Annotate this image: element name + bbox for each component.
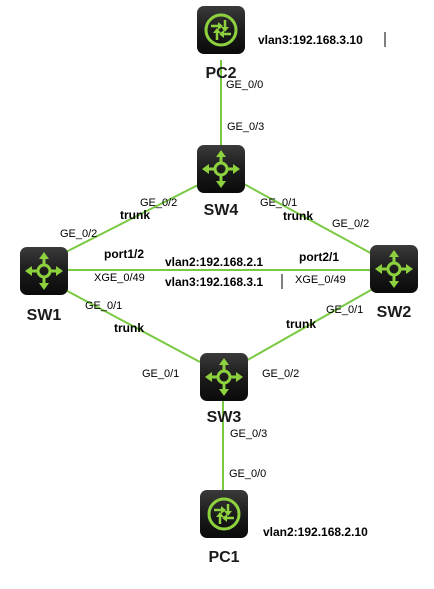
device-label-sw4: SW4 — [204, 202, 239, 219]
trunk-label-sw1-sw4: trunk — [120, 208, 150, 222]
device-label-sw1: SW1 — [27, 307, 62, 324]
port-sw3-ge02: GE_0/2 — [262, 368, 299, 380]
link-sw4-sw2 — [243, 183, 377, 257]
port-sw4-ge02: GE_0/2 — [140, 197, 177, 209]
port-sw3-ge03: GE_0/3 — [230, 428, 267, 440]
trunk-label-sw4-sw2: trunk — [283, 209, 313, 223]
pc1-icon-body — [200, 490, 248, 538]
pc2-vlan-ip: vlan3:192.168.3.10 — [258, 33, 363, 47]
vlan3-ip-label: vlan3:192.168.3.1 — [165, 275, 263, 289]
trunk-label-sw1-sw3: trunk — [114, 321, 144, 335]
port-sw4-ge01: GE_0/1 — [260, 197, 297, 209]
vlan2-ip-label: vlan2:192.168.2.1 — [165, 255, 263, 269]
device-sw2[interactable] — [370, 245, 418, 293]
device-sw3[interactable] — [200, 353, 248, 401]
device-label-pc2: PC2 — [205, 65, 236, 82]
port-sw1-ge02: GE_0/2 — [60, 228, 97, 240]
device-pc1[interactable] — [200, 490, 248, 538]
port-sw1-ge01: GE_0/1 — [85, 300, 122, 312]
port-label-sw1: port1/2 — [104, 247, 144, 261]
pc2-icon-body — [197, 6, 245, 54]
port-sw2-ge02: GE_0/2 — [332, 218, 369, 230]
trunk-label-sw2-sw3: trunk — [286, 317, 316, 331]
port-sw2-ge01: GE_0/1 — [326, 304, 363, 316]
port-sw3-ge01: GE_0/1 — [142, 368, 179, 380]
sw3-icon-body — [200, 353, 248, 401]
sw2-icon-body — [370, 245, 418, 293]
port-label-sw2: port2/1 — [299, 250, 339, 264]
sw1-icon-body — [20, 247, 68, 295]
device-pc2[interactable] — [197, 6, 245, 54]
device-label-pc1: PC1 — [208, 549, 239, 566]
device-label-sw2: SW2 — [377, 304, 412, 321]
port-pc1-ge00: GE_0/0 — [229, 468, 266, 480]
port-sw2-xge049: XGE_0/49 — [295, 274, 346, 286]
device-sw1[interactable] — [20, 247, 68, 295]
port-sw4-ge03: GE_0/3 — [227, 121, 264, 133]
link-sw1-sw3 — [57, 285, 201, 363]
links — [57, 60, 379, 494]
link-sw2-sw3 — [243, 285, 379, 363]
device-sw4[interactable] — [197, 145, 245, 193]
pc1-vlan-ip: vlan2:192.168.2.10 — [263, 525, 368, 539]
port-pc2-ge00: GE_0/0 — [226, 79, 263, 91]
link-sw4-sw1 — [57, 183, 201, 257]
port-sw1-xge049: XGE_0/49 — [94, 272, 145, 284]
sw4-icon-body — [197, 145, 245, 193]
device-label-sw3: SW3 — [207, 409, 242, 426]
